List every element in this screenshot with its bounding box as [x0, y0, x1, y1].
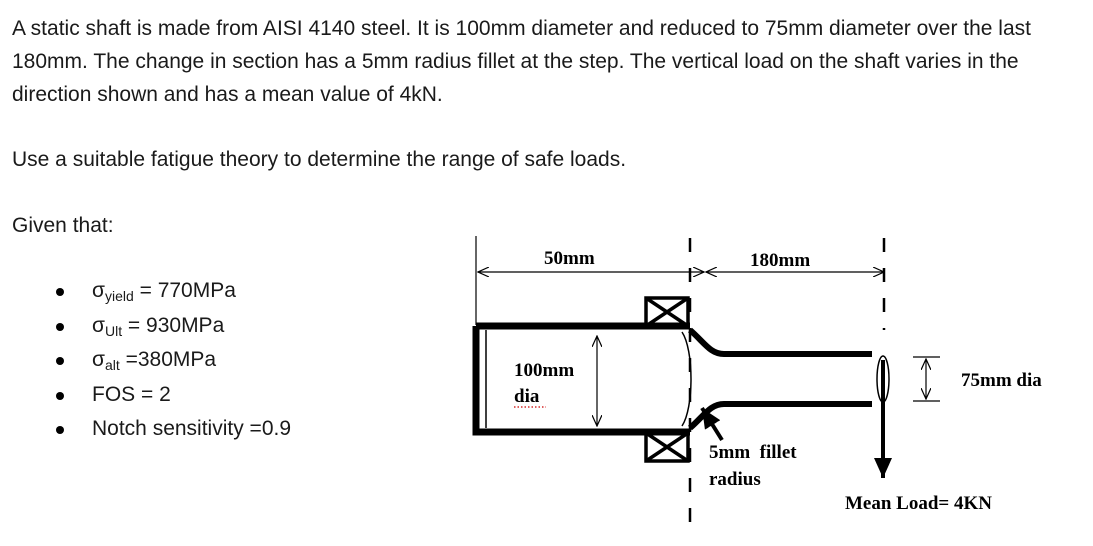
shaft-small-section-top [688, 327, 872, 357]
sigma-symbol: σ [92, 348, 105, 371]
given-notch-sensitivity: Notch sensitivity =0.9 [0, 412, 291, 447]
shaft-small-section-bottom [688, 401, 872, 431]
given-value: = 930MPa [122, 313, 225, 337]
dia-75-label: 75mm dia [961, 370, 1042, 391]
given-heading: Given that: [12, 214, 114, 237]
fillet-label-line2: radius [709, 469, 761, 490]
dia-100-label-line2: dia [514, 386, 540, 407]
fillet-label-line1: 5mm fillet [709, 442, 797, 463]
sigma-symbol: σ [92, 313, 105, 337]
problem-statement: A static shaft is made from AISI 4140 st… [12, 17, 1031, 106]
subscript: yield [104, 288, 134, 304]
dia-100-label-line1: 100mm [514, 360, 574, 381]
subscript: Ult [104, 322, 123, 339]
given-fos: FOS = 2 [0, 378, 291, 413]
subscript: alt [104, 357, 120, 373]
given-value: = 770MPa [133, 279, 236, 302]
given-value: Notch sensitivity =0.9 [92, 417, 292, 440]
dim-180mm-label: 180mm [750, 250, 810, 271]
fillet-pointer-arrow [700, 406, 724, 442]
mean-load-label: Mean Load= 4KN [845, 493, 992, 514]
given-value: =380MPa [119, 348, 217, 371]
given-yield-stress: σyield = 770MPa [0, 274, 291, 309]
givens-list: σyield = 770MPa σUlt = 930MPa σalt =380M… [0, 274, 291, 447]
task-statement: Use a suitable fatigue theory to determi… [12, 148, 627, 171]
bearing-bottom [644, 431, 690, 463]
given-alternating-stress: σalt =380MPa [0, 343, 291, 378]
dim-50mm-label: 50mm [544, 248, 595, 269]
bearing-top [644, 296, 690, 328]
given-value: FOS = 2 [92, 382, 171, 406]
given-ultimate-stress: σUlt = 930MPa [0, 309, 291, 344]
shaft-step-outline [681, 331, 692, 427]
shaft-large-section [472, 322, 690, 436]
sigma-symbol: σ [92, 279, 105, 302]
